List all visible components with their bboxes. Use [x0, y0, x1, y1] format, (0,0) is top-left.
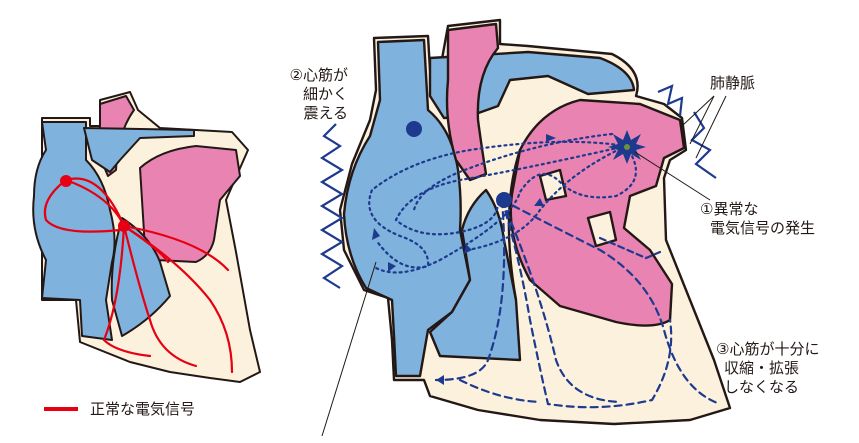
- label-vibrate-line-1: ②心筋が: [258, 66, 348, 85]
- sa-node-dot: [60, 175, 72, 187]
- label-abnormal-signal: ①異常な 電気信号の発生: [700, 200, 815, 238]
- label-contraction-line-2: 収縮・拡張: [716, 359, 819, 378]
- label-vibrate-line-3: 震える: [258, 104, 348, 123]
- burst-core: [624, 144, 630, 150]
- label-vibrate-line-2: 細かく: [258, 85, 348, 104]
- label-abnormal-line-1: ①異常な: [700, 200, 815, 219]
- label-contraction: ③心筋が十分に 収縮・拡張 しなくなる: [716, 340, 819, 397]
- zigzag-right: [692, 112, 716, 178]
- av-node-dot: [118, 220, 130, 232]
- normal-heart: [33, 92, 260, 382]
- label-contraction-line-1: ③心筋が十分に: [716, 340, 819, 359]
- label-contraction-line-3: しなくなる: [716, 378, 819, 397]
- legend-label: 正常な電気信号: [90, 400, 195, 419]
- label-pulmonary-vein: 肺静脈: [710, 74, 755, 93]
- zigzag-left: [322, 124, 342, 288]
- sa-node: [406, 121, 422, 137]
- label-vibrate: ②心筋が 細かく 震える: [258, 66, 348, 123]
- av-node: [496, 192, 512, 208]
- label-abnormal-line-2: 電気信号の発生: [700, 219, 815, 238]
